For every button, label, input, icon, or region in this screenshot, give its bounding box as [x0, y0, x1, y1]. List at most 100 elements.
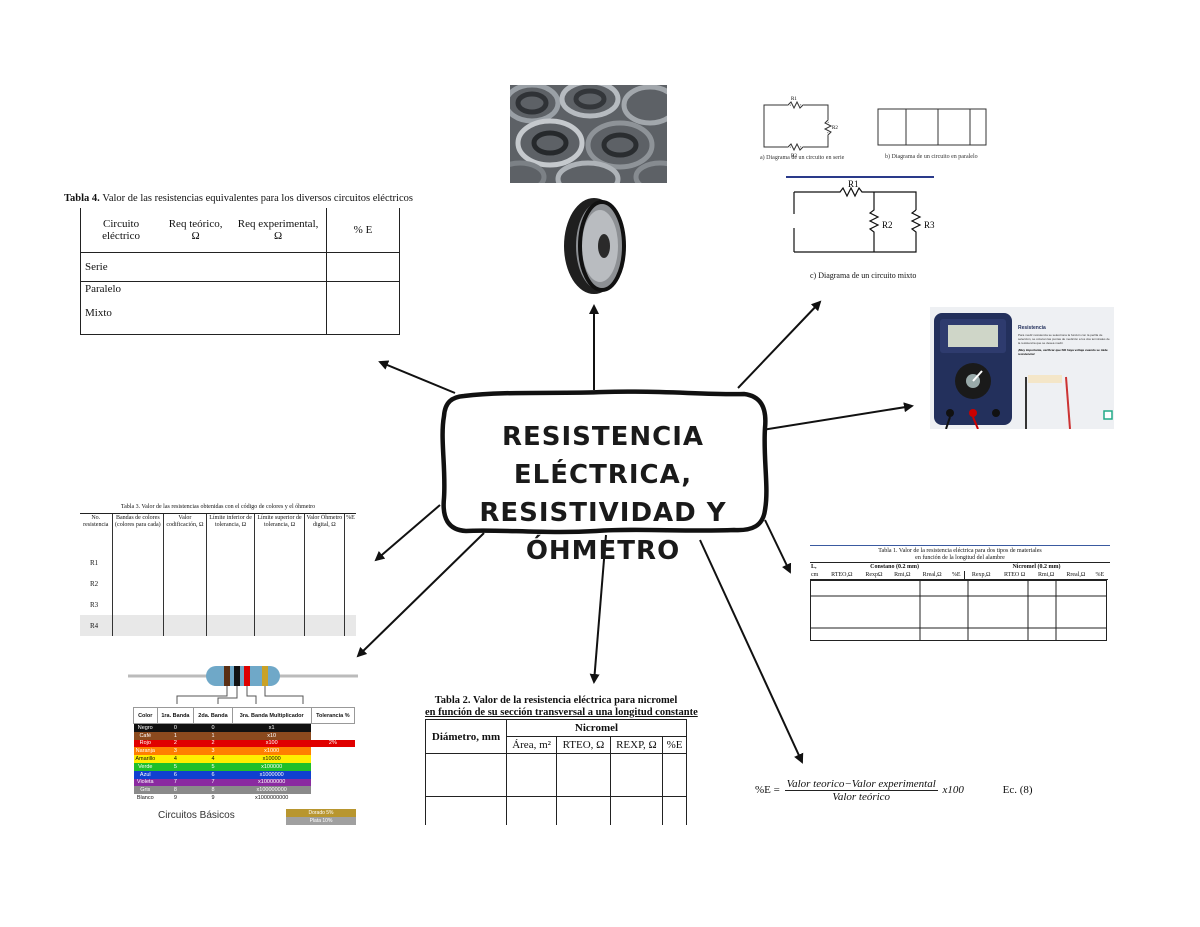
circuits-divider	[786, 176, 934, 178]
resistor-cell-tol: 2%	[311, 739, 355, 748]
arrow-to-formula	[699, 539, 804, 764]
table1-sub-header: %E	[1095, 572, 1105, 578]
gold-tolerance: Dorado 5%	[286, 809, 356, 817]
table-row: Negro 0 0 x1	[133, 723, 355, 732]
resistor-color-code-chart: Color 1ra. Banda 2da. Banda 3ra. Banda M…	[128, 662, 358, 830]
resistor-cell-color: Verde	[138, 763, 153, 770]
table1-caption-line1: Tabla 1. Valor de la resistencia eléctri…	[878, 548, 1042, 554]
table3-block: Tabla 3. Valor de las resistencias obten…	[80, 504, 356, 636]
table4-caption-label: Tabla 4.	[64, 193, 100, 204]
table3-header-ohmmeter-value: Valor Óhmetro digital, Ω	[304, 514, 345, 552]
table4-header-req-theoretical: Req teórico, Ω	[161, 208, 231, 253]
table2-header-diameter: Diámetro, mm	[425, 719, 507, 754]
resistor-color-table: Color 1ra. Banda 2da. Banda 3ra. Banda M…	[133, 707, 356, 802]
table1-block: Tabla 1. Valor de la resistencia eléctri…	[810, 545, 1110, 642]
table3-header-lower-tolerance: Límite inferior de tolerancia, Ω	[206, 514, 256, 552]
resistor-cell-mult: x100	[265, 740, 278, 747]
formula-equation-number: Ec. (8)	[1002, 784, 1033, 797]
resistor-cell-b2: 9	[211, 795, 215, 802]
resistor-cell-tol	[311, 762, 355, 771]
table4-block: Tabla 4. Valor de las resistencias equiv…	[64, 193, 413, 335]
table3-caption: Tabla 3. Valor de las resistencias obten…	[120, 504, 316, 510]
circuit-c-label-r2: R2	[882, 220, 893, 230]
table3-row-label: R2	[80, 573, 113, 594]
table4-header-req-experimental: Req experimental, Ω	[230, 208, 327, 253]
arrow-to-table1	[764, 519, 792, 574]
resistor-cell-mult: x100000	[261, 763, 283, 770]
table1-sub-header: %E	[947, 571, 966, 580]
center-title-line1: Resistencia eléctrica,	[501, 422, 705, 490]
resistor-cell-tol	[311, 723, 355, 732]
resistor-cell-b2: 3	[211, 748, 215, 755]
resistor-cell-mult: x10000	[262, 756, 281, 763]
multimeter-body: Para medir resistencia se selecciona la …	[1018, 333, 1110, 345]
circuit-c-label-r3: R3	[924, 220, 935, 230]
formula-denominator: Valor teórico	[832, 791, 891, 803]
arrow-to-resistor-table	[356, 532, 485, 658]
resistor-cell-b2: 7	[211, 779, 215, 786]
circuit-a-caption: a) Diagrama de un circuito en serie	[760, 155, 845, 161]
resistor-cell-mult: x100000000	[256, 787, 287, 794]
table4: Circuito eléctrico Req teórico, Ω Req ex…	[80, 208, 400, 335]
resistor-cell-mult: x1	[268, 724, 275, 731]
table4-bottom-rule	[80, 334, 327, 335]
circuit-a-label-r1: R1	[791, 97, 797, 102]
resistor-cell-b2: 1	[211, 732, 215, 739]
table4-cell	[326, 252, 400, 282]
table-row	[425, 796, 687, 825]
table3-header-coded-value: Valor codificación, Ω	[163, 514, 207, 552]
silver-tolerance: Plata 10%	[286, 817, 356, 825]
percent-error-formula: %E = Valor teorico−Valor experimental Va…	[755, 778, 1033, 803]
table-row: R3	[80, 594, 356, 615]
table1: L, Constano (0.2 mm) Nicromel (0.2 mm) c…	[810, 563, 1108, 580]
resistor-cell-b1: 5	[173, 763, 177, 770]
table1-sub-header: RexpΩ	[865, 572, 883, 578]
resistor-cell-mult: x10000000	[258, 779, 286, 786]
table3: No. resistencia Bandas de colores (color…	[80, 514, 356, 636]
table2-header-area: Área, m²	[505, 736, 558, 754]
resistor-cell-b2: 8	[211, 787, 215, 794]
resistor-cell-b2: 0	[211, 724, 215, 731]
table1-caption-line2: en función de la longitud del alambre	[915, 555, 1005, 561]
resistor-cell-tol	[311, 786, 355, 795]
resistor-cell-tol	[311, 778, 355, 787]
resistor-cell-b1: 0	[173, 724, 177, 731]
resistor-cell-color: Blanco	[136, 795, 154, 802]
resistor-cell-color: Negro	[137, 724, 153, 731]
arrow-to-circuits	[737, 300, 822, 389]
resistor-header-color: Color	[133, 707, 158, 724]
table-row: Serie	[80, 252, 400, 282]
table2-caption-line2: en función de su sección transversal a u…	[425, 707, 698, 718]
resistor-cell-b2: 2	[211, 740, 215, 747]
table3-row-label: R4	[80, 615, 113, 636]
resistor-cell-color: Café	[139, 732, 152, 739]
formula-times: x100	[942, 784, 964, 797]
table4-caption-text: Valor de las resistencias equivalentes p…	[102, 193, 413, 204]
mixed-circuit-diagram: R1 R2 R3	[793, 180, 935, 253]
resistor-header-band3: 3ra. Banda Multiplicador	[231, 707, 312, 724]
resistor-cell-color: Naranja	[135, 748, 155, 755]
table1-sub-header: RTEO Ω	[1003, 572, 1026, 578]
series-parallel-circuit-diagrams: R1 R2 R3	[763, 97, 987, 159]
resistor-cell-b1: 9	[173, 795, 177, 802]
resistor-icon	[128, 666, 358, 704]
arrow-to-table3	[374, 504, 441, 562]
center-title-line2: resistividad y óhmetro	[479, 498, 727, 566]
arrow-to-multimeter	[761, 402, 914, 431]
table2-header-nicromel: Nicromel	[506, 719, 687, 737]
table2-caption: Tabla 2. Valor de la resistencia eléctri…	[425, 695, 698, 719]
resistor-cell-tol	[311, 747, 355, 756]
table4-row-paralelo: Paralelo	[85, 283, 122, 295]
resistor-cell-b1: 8	[173, 787, 177, 794]
resistor-cell-b1: 1	[173, 732, 177, 739]
table3-header-error: %E	[346, 515, 355, 521]
table1-header-constano: Constano (0.2 mm)	[870, 564, 919, 570]
resistor-cell-color: Amarillo	[135, 756, 156, 763]
arrow-to-table4	[378, 360, 456, 394]
resistor-cell-b1: 3	[173, 748, 177, 755]
table1-grid	[810, 580, 1107, 641]
